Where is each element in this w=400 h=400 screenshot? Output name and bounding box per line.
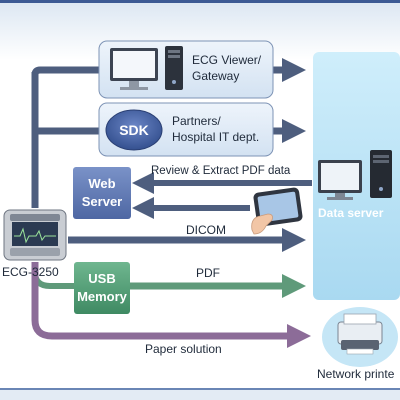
arrow-pdf-label: PDF — [196, 266, 220, 280]
hand-icon — [251, 213, 273, 235]
ecg-viewer-line2: Gateway — [192, 69, 240, 83]
arrow-dicom-label: DICOM — [186, 223, 226, 237]
arrow-paper-label: Paper solution — [145, 342, 222, 356]
arrow-paper-head — [287, 324, 311, 348]
usb-memory-box — [74, 262, 130, 314]
data-server-computer-icon — [318, 150, 392, 200]
sdk-badge: SDK — [119, 122, 149, 138]
usb-memory-line2: Memory — [77, 289, 127, 304]
web-server-label: Web Server — [73, 175, 131, 211]
arrow-review-head — [132, 172, 154, 194]
usb-memory-label: USB Memory — [74, 270, 130, 306]
arrow-review-label: Review & Extract PDF data — [151, 165, 291, 177]
web-server-line1: Web — [88, 176, 116, 191]
sdk-oval — [105, 109, 163, 151]
usb-memory-line1: USB — [88, 271, 116, 286]
network-printer-icon — [322, 307, 398, 367]
arrow-tablet-head — [132, 197, 154, 219]
sdk-label: Partners/ Hospital IT dept. — [172, 113, 259, 145]
ecg-viewer-label: ECG Viewer/ Gateway — [192, 52, 261, 84]
arrow-head-viewer — [282, 58, 306, 82]
bottom-border — [0, 388, 400, 390]
ecg-viewer-line1: ECG Viewer/ — [192, 53, 262, 67]
monitor-icon — [110, 48, 158, 90]
web-server-line2: Server — [81, 194, 123, 209]
arrow-paper-line — [31, 262, 290, 340]
top-border — [0, 0, 400, 3]
arrow-pdf-head — [282, 274, 306, 298]
pc-tower-icon — [165, 46, 183, 90]
web-server-box — [73, 167, 131, 219]
bottom-strip — [0, 388, 400, 400]
data-server-label: Data server — [318, 206, 384, 220]
ecg-device-icon — [3, 209, 67, 261]
sdk-line2: Hospital IT dept. — [172, 130, 260, 144]
network-printer-label: Network printe — [317, 367, 395, 381]
arrow-dicom-head — [282, 228, 306, 252]
sdk-line1: Partners/ — [172, 114, 221, 128]
arrow-head-sdk — [282, 119, 306, 143]
device-label: ECG-3250 — [2, 265, 59, 279]
